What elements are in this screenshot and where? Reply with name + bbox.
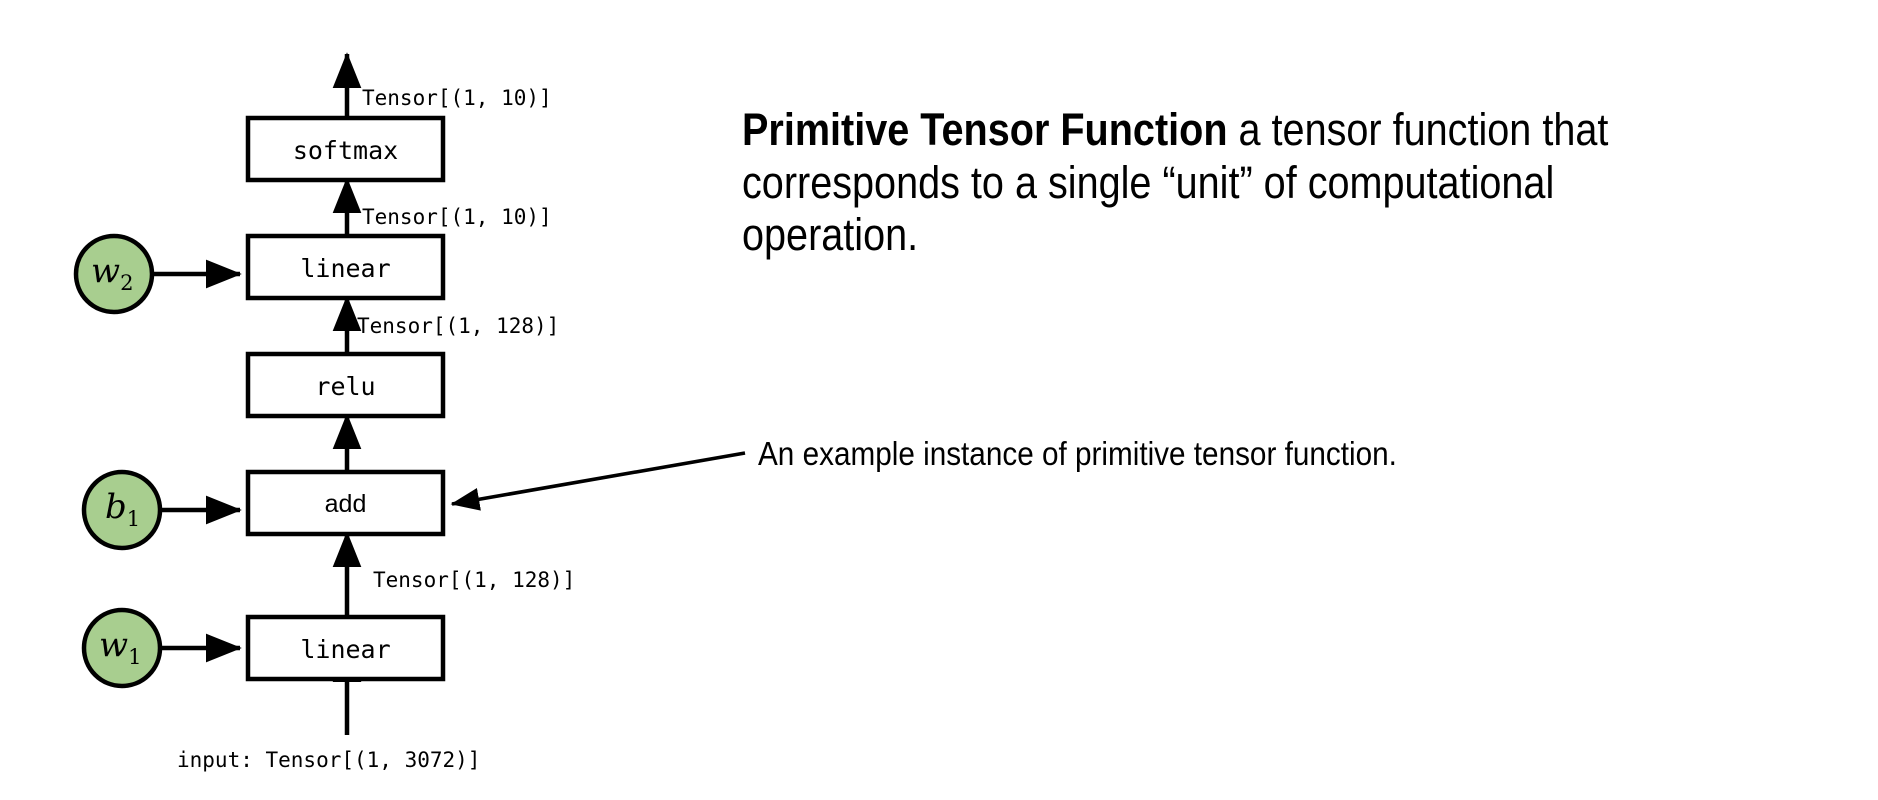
op-label-softmax: softmax: [292, 136, 399, 165]
edge-label-linear1-add: Tensor[(1, 128)]: [373, 568, 576, 592]
op-box-relu: [245, 351, 446, 419]
edge-label-linear2-softmax: Tensor[(1, 10)]: [362, 205, 552, 229]
definition-paragraph: Primitive Tensor Function a tensor funct…: [742, 104, 1723, 262]
param-node-w2: [73, 233, 155, 315]
op-box-add: [245, 469, 446, 537]
op-box-linear-1: [245, 614, 446, 682]
edge-label-relu-linear2: Tensor[(1, 128)]: [357, 314, 560, 338]
param-node-b1: [81, 469, 163, 551]
arrow-annotation-to-add: [450, 451, 746, 511]
op-box-linear-2: [245, 233, 446, 301]
op-label-linear-2: linear: [300, 254, 391, 283]
param-label-b1: b1: [105, 487, 141, 531]
input-label: input: Tensor[(1, 3072)]: [177, 748, 481, 772]
definition-term: Primitive Tensor Function: [742, 104, 1228, 155]
op-label-linear-1: linear: [300, 635, 391, 664]
param-node-w1: [81, 607, 163, 689]
annotation-caption: An example instance of primitive tensor …: [758, 435, 1397, 472]
op-label-relu: relu: [315, 372, 376, 401]
op-box-softmax: [245, 115, 446, 183]
op-label-add: add: [324, 490, 367, 518]
param-label-w2: w2: [91, 251, 134, 295]
edge-label-softmax-output: Tensor[(1, 10)]: [362, 86, 552, 110]
definition-body: a tensor function that corresponds to a …: [742, 104, 1609, 261]
param-label-w1: w1: [99, 625, 142, 669]
